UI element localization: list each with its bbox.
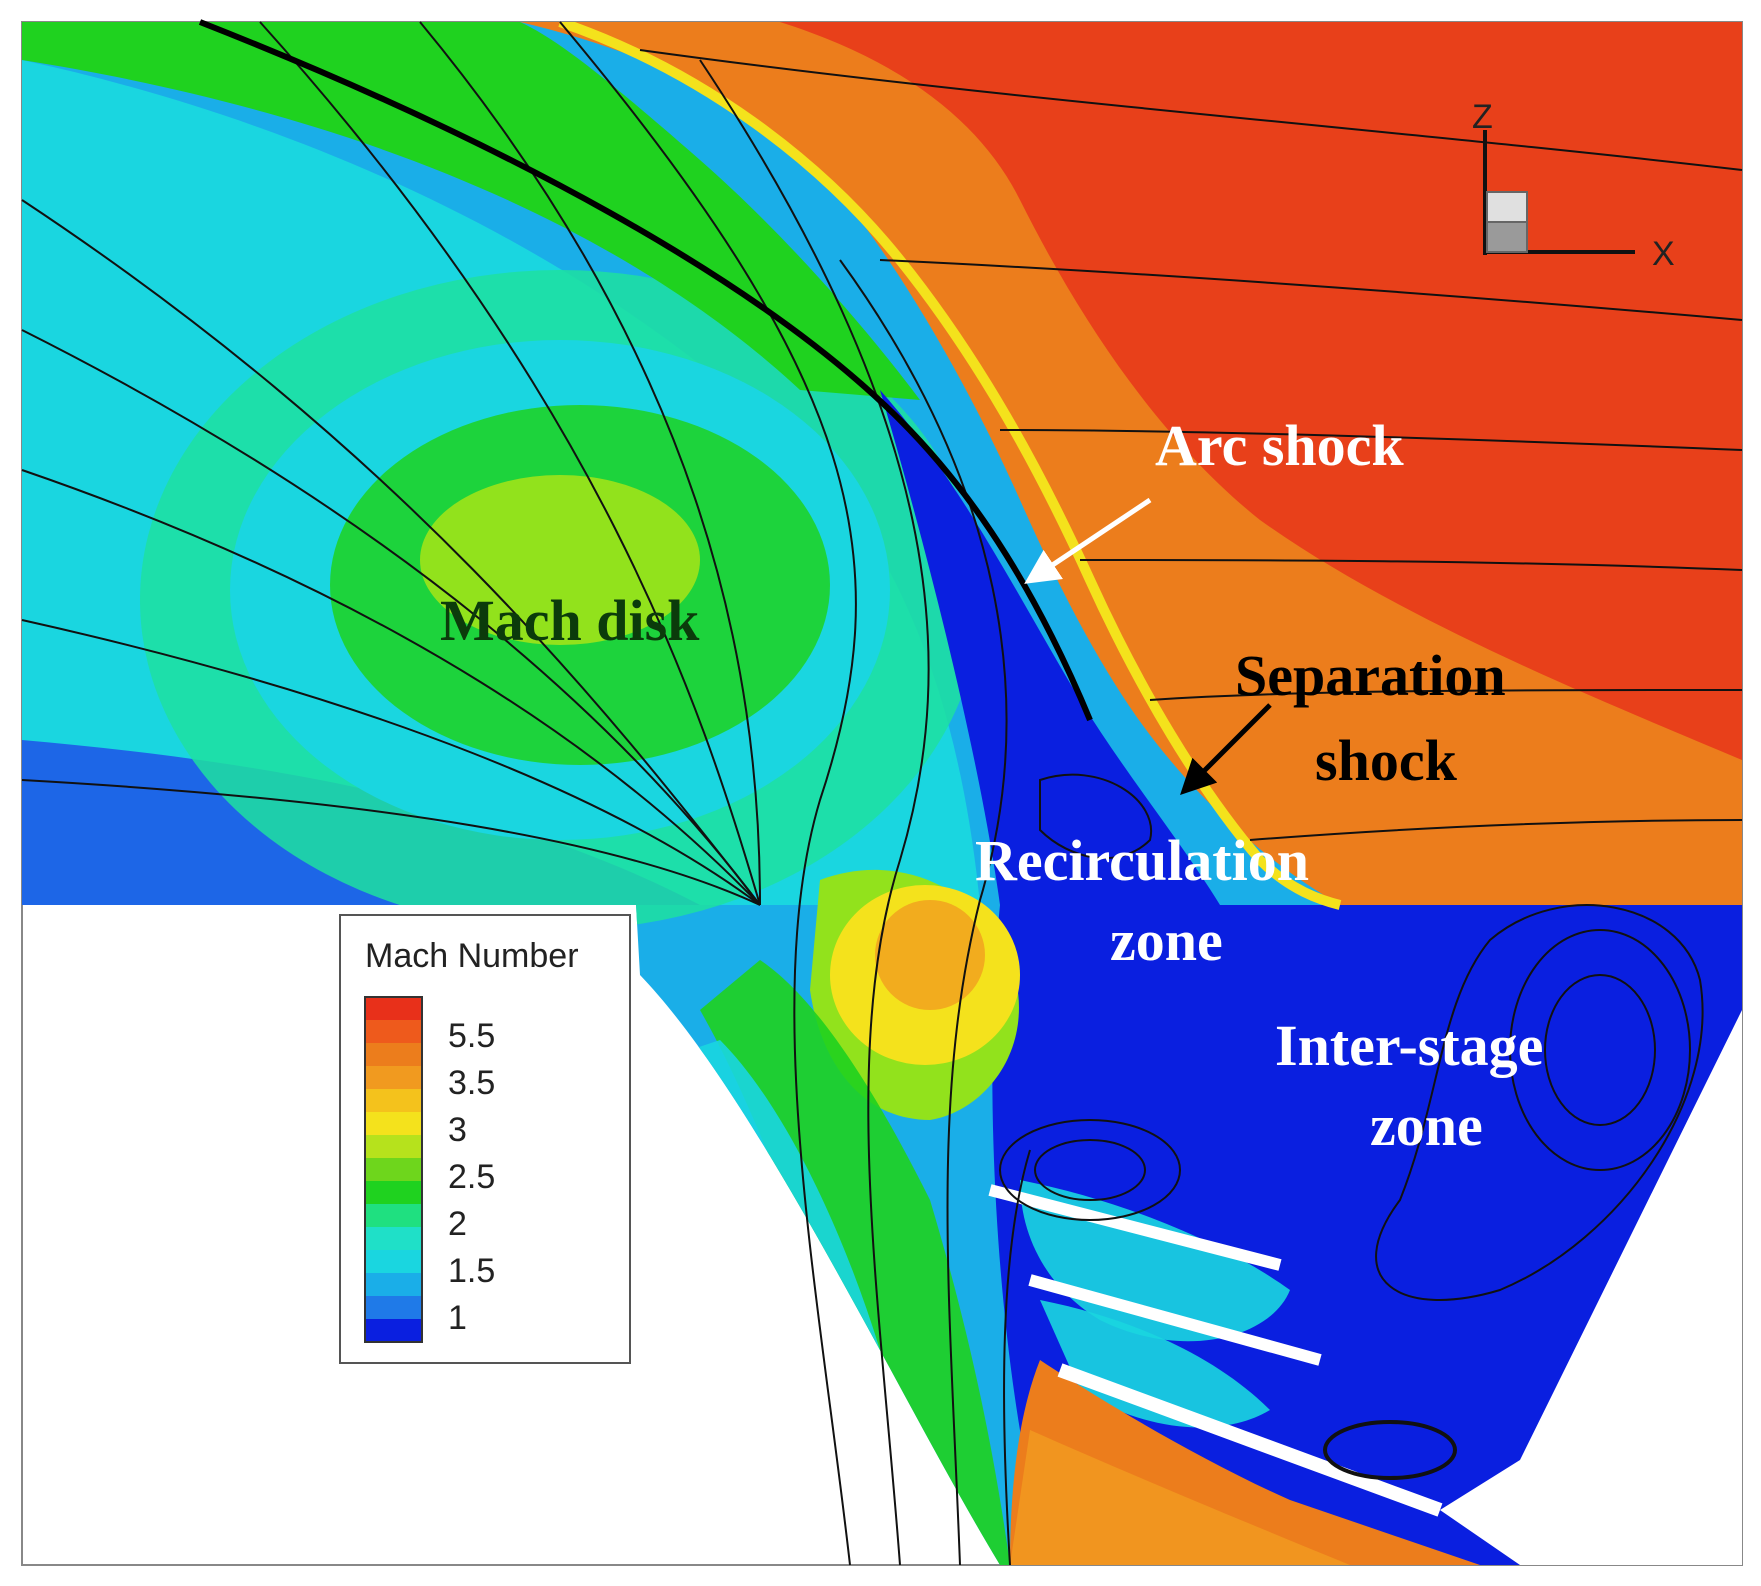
legend-tick-0: 5.5 bbox=[448, 1017, 495, 1055]
legend-title: Mach Number bbox=[365, 937, 579, 975]
label-recirculation-2: zone bbox=[1110, 908, 1223, 973]
axis-triad: Z X bbox=[1472, 98, 1675, 273]
label-arc-shock: Arc shock bbox=[1155, 413, 1404, 478]
legend-tick-5: 1.5 bbox=[448, 1252, 495, 1290]
legend-tick-3: 2.5 bbox=[448, 1158, 495, 1196]
legend-tick-6: 1 bbox=[448, 1299, 467, 1337]
legend-colorbar bbox=[364, 996, 423, 1343]
separation-shock-arrow bbox=[1180, 703, 1272, 795]
label-recirculation-1: Recirculation bbox=[975, 828, 1309, 893]
mach-legend: Mach Number 5.5 3.5 3 2.5 2 1.5 1 bbox=[339, 914, 631, 1364]
label-separation-shock-2: shock bbox=[1315, 728, 1458, 793]
label-interstage-1: Inter-stage bbox=[1275, 1013, 1543, 1078]
legend-tick-1: 3.5 bbox=[448, 1064, 495, 1102]
shock-line bbox=[198, 19, 1093, 722]
axis-x-label: X bbox=[1652, 235, 1675, 273]
arc-shock-arrow bbox=[1024, 497, 1152, 584]
axis-z-label: Z bbox=[1472, 98, 1493, 136]
label-mach-disk: Mach disk bbox=[440, 588, 700, 653]
wall-plates bbox=[988, 1010, 1742, 1565]
label-separation-shock-1: Separation bbox=[1235, 643, 1506, 708]
legend-tick-4: 2 bbox=[448, 1205, 467, 1243]
label-interstage-2: zone bbox=[1370, 1093, 1483, 1158]
legend-tick-2: 3 bbox=[448, 1111, 467, 1149]
